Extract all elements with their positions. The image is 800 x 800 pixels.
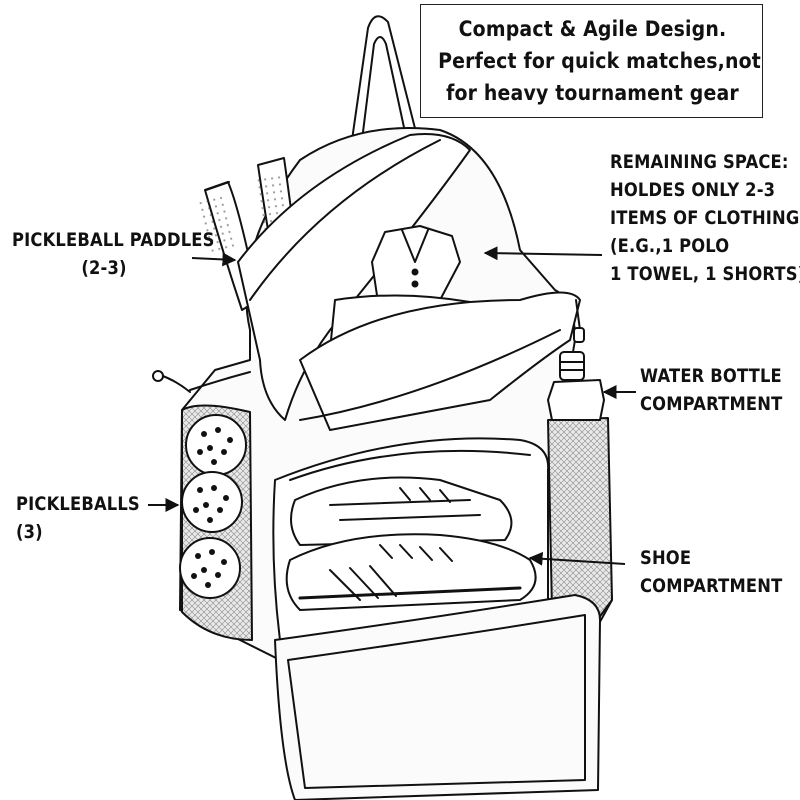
pickleball-1 <box>185 414 247 476</box>
arrow-remaining <box>483 246 603 261</box>
label-remaining-line-4: (E.G.,1 POLO <box>610 235 730 257</box>
water-bottle <box>547 351 605 421</box>
design-note-line-2: Perfect for quick matches,not <box>438 49 762 73</box>
label-shoe-compartment: SHOE COMPARTMENT <box>640 544 782 600</box>
label-remaining-line-2: HOLDES ONLY 2-3 <box>610 179 776 201</box>
shoe-lower <box>285 533 537 611</box>
middle-compartment <box>299 291 581 431</box>
label-shoe-line-2: COMPARTMENT <box>640 575 783 597</box>
label-shoe-line-1: SHOE <box>640 547 692 569</box>
label-water-line-2: COMPARTMENT <box>640 393 783 415</box>
label-paddles-count: (2-3) <box>81 257 127 279</box>
label-remaining-line-5: 1 TOWEL, 1 SHORTS) <box>610 263 800 285</box>
pickleball-2 <box>181 471 243 533</box>
label-remaining-line-3: ITEMS OF CLOTHING <box>610 207 800 229</box>
label-pickleballs: PICKLEBALLS (3) <box>16 490 140 546</box>
label-paddles-title: PICKLEBALL PADDLES <box>12 229 215 251</box>
pickleball-3 <box>179 537 241 599</box>
paddle-handles <box>197 157 301 311</box>
label-water-line-1: WATER BOTTLE <box>640 365 782 387</box>
design-note-text: Compact & Agile Design. Perfect for quic… <box>438 13 762 109</box>
drawstring-cord <box>152 370 251 393</box>
front-flap <box>237 133 471 421</box>
carry-strap <box>351 15 421 149</box>
label-balls-count: (3) <box>16 521 43 543</box>
design-note-box: Compact & Agile Design. Perfect for quic… <box>420 4 763 118</box>
label-balls-title: PICKLEBALLS <box>16 493 140 515</box>
design-note-line-1: Compact & Agile Design. <box>458 17 727 41</box>
label-remaining-line-1: REMAINING SPACE: <box>610 151 789 173</box>
shoe-upper <box>290 476 513 546</box>
zipper-pull <box>573 299 585 343</box>
label-paddles: PICKLEBALL PADDLES (2-3) <box>12 226 215 282</box>
arrow-paddles <box>191 252 237 267</box>
side-mesh-pocket-left <box>179 404 253 641</box>
open-bottom-flap <box>274 594 601 800</box>
label-remaining-space: REMAINING SPACE: HOLDES ONLY 2-3 ITEMS O… <box>610 148 800 288</box>
label-water-bottle: WATER BOTTLE COMPARTMENT <box>640 362 782 418</box>
design-note-line-3: for heavy tournament gear <box>446 81 739 105</box>
arrow-shoe <box>528 551 626 566</box>
